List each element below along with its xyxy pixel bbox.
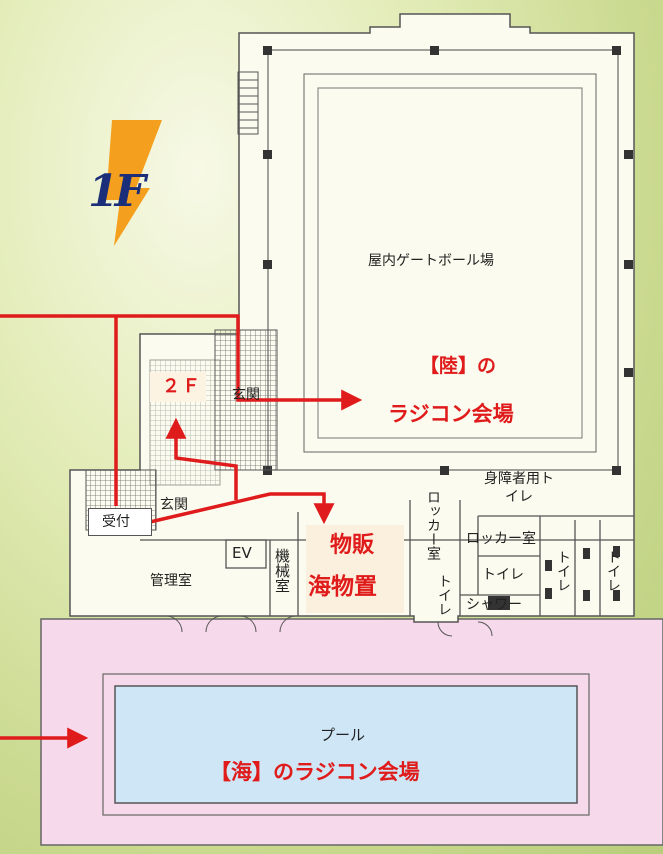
reception-label: 受付	[102, 514, 130, 530]
route-arrows	[0, 314, 363, 749]
toilet-label-2: トイレ	[482, 567, 524, 583]
floor-label: 1F	[88, 166, 146, 217]
entrance-left-label: 玄関	[160, 497, 188, 513]
accessible-toilet-label: 身障者用トイレ	[484, 471, 554, 506]
second-floor-box	[150, 372, 206, 402]
arrow-to-second-floor	[149, 492, 335, 525]
ev-label: EV	[232, 544, 252, 562]
machine-room-label: 機械室	[273, 548, 291, 593]
shower-label: シャワー	[466, 597, 522, 613]
locker-room-label: ロッカー室	[466, 531, 536, 547]
floor-logo: 1F	[86, 118, 166, 248]
pool-outline	[102, 673, 590, 816]
arrow-to-stairs	[165, 417, 238, 500]
staircase	[237, 71, 259, 135]
arrow-to-land-venue	[0, 314, 363, 411]
lightning-bolt-icon	[106, 120, 162, 246]
entrance-top-label: 玄関	[232, 387, 260, 403]
management-room-label: 管理室	[150, 573, 192, 589]
gateball-court-label: 屋内ゲートボール場	[368, 253, 494, 269]
sea-venue-label: 【海】のラジコン会場	[210, 760, 420, 784]
toilet-label-1: トイレ	[436, 574, 452, 616]
locker-room-small-label: ロッカー室	[425, 490, 441, 560]
gateball-court-inner	[317, 87, 583, 439]
land-venue-label-line1: 【陸】の	[420, 355, 497, 377]
shop-box	[306, 525, 404, 613]
reception-box	[88, 508, 152, 536]
toilet-label-4: トイレ	[605, 550, 621, 592]
second-floor-label: ２Ｆ	[162, 376, 202, 397]
pool-water	[114, 685, 578, 804]
shop-label-line2: 海物置	[308, 574, 377, 600]
toilet-label-3: トイレ	[555, 550, 571, 592]
land-venue-label-line2: ラジコン会場	[388, 402, 514, 426]
gateball-court-mid	[303, 73, 597, 453]
pool-label: プール	[320, 726, 366, 744]
shop-label-line1: 物販	[330, 533, 375, 558]
